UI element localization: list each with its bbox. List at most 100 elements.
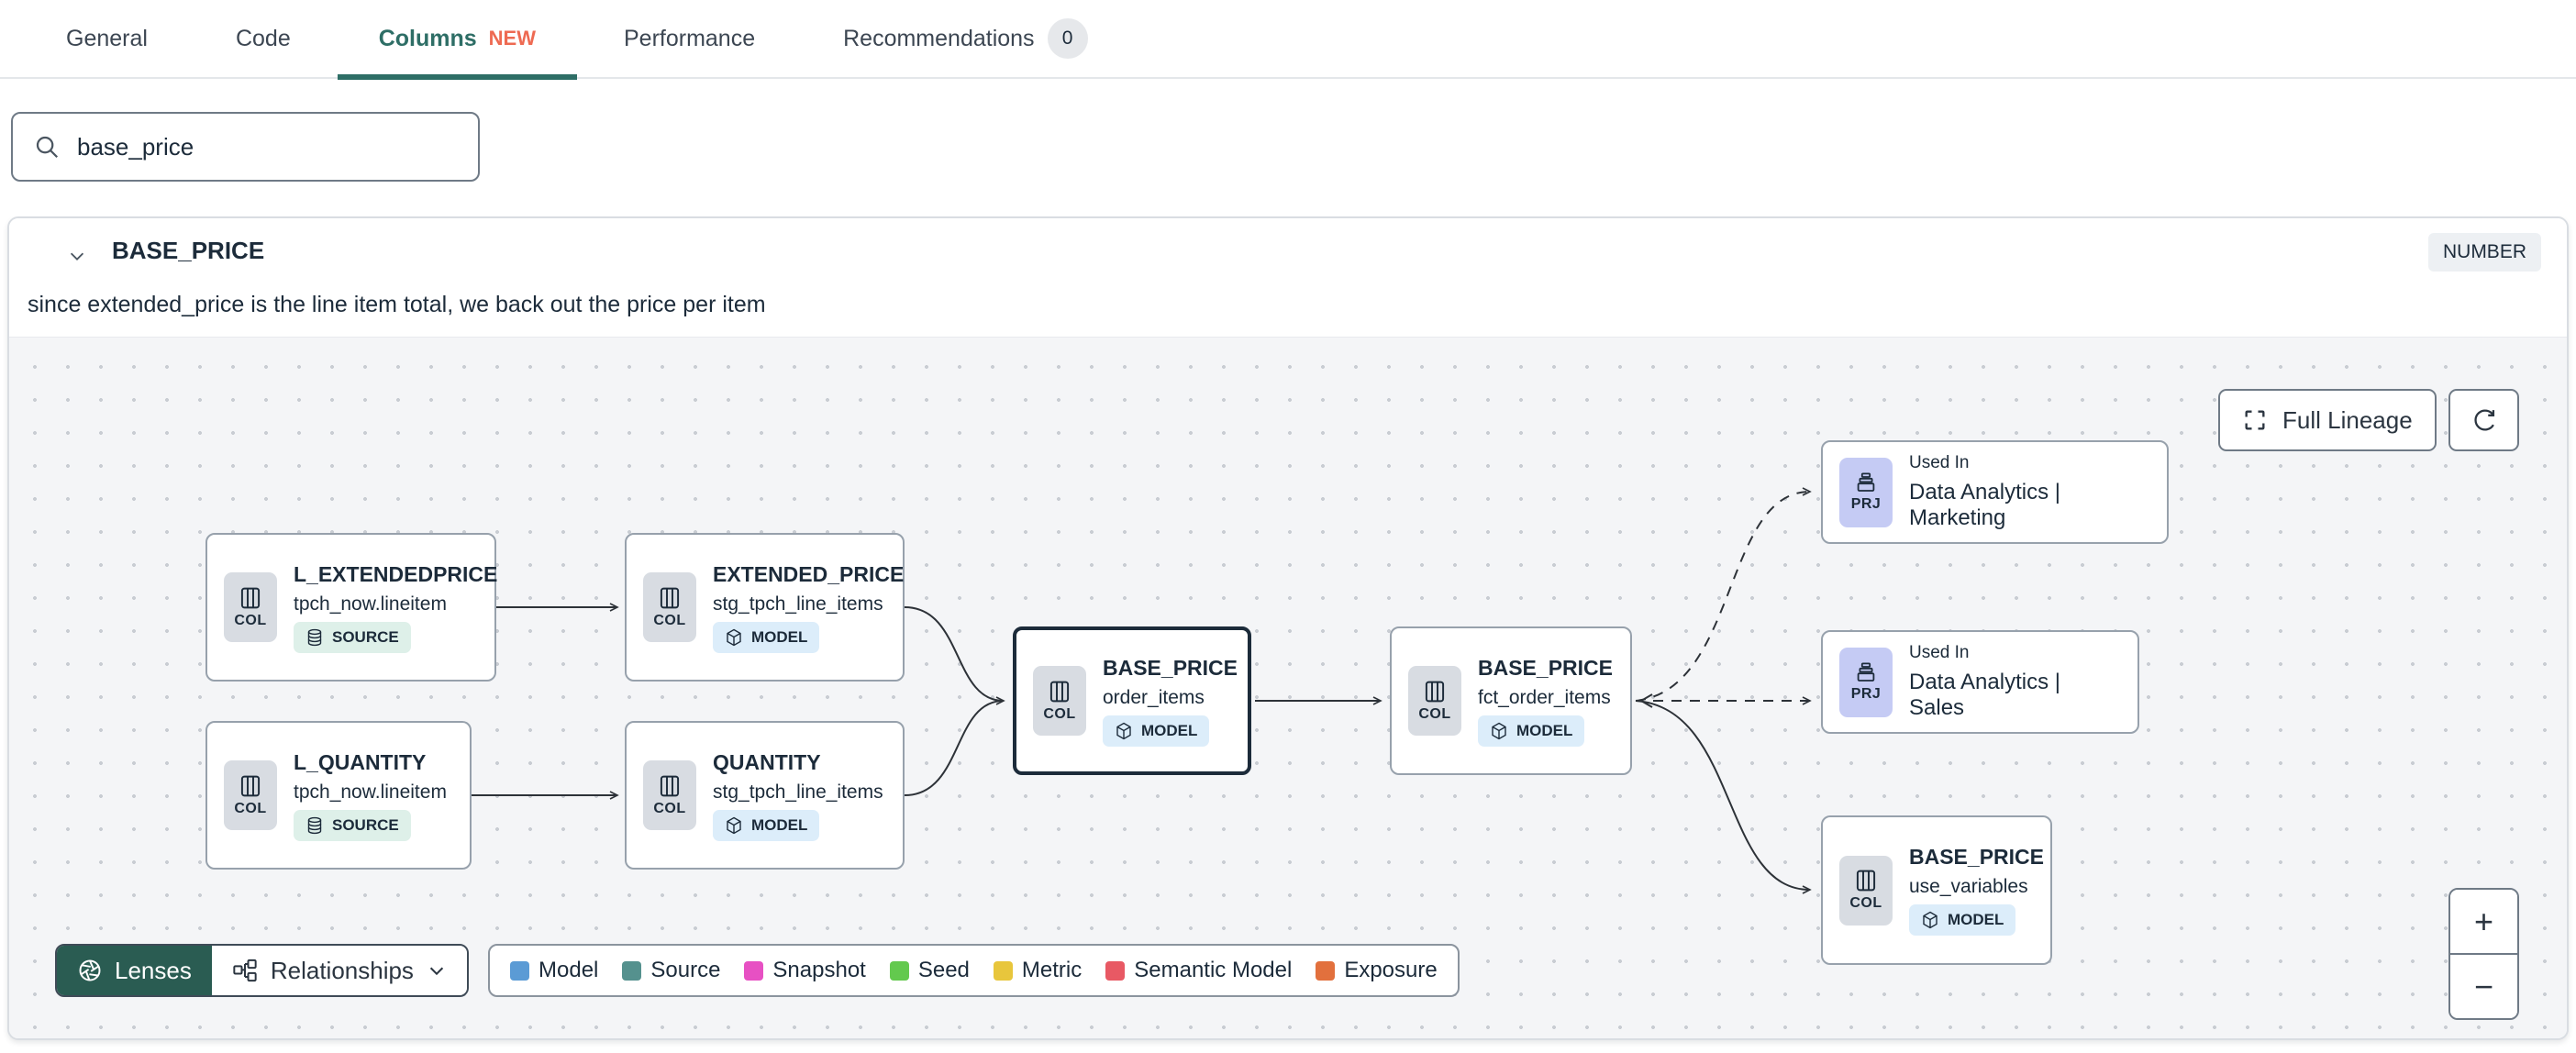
legend-item-source: Source <box>622 958 720 983</box>
node-l-quantity[interactable]: COL L_QUANTITY tpch_now.lineitem SOURCE <box>205 721 472 870</box>
column-chip: COL <box>224 760 277 830</box>
column-chip: COL <box>643 572 696 642</box>
legend-swatch <box>889 960 909 981</box>
legend-swatch <box>993 960 1013 981</box>
node-title: BASE_PRICE <box>1909 845 2044 869</box>
column-chip: COL <box>1408 666 1461 736</box>
zoom-controls: + − <box>2448 888 2519 1020</box>
columns-icon <box>1856 870 1876 892</box>
aperture-icon <box>79 959 101 981</box>
node-subtitle: fct_order_items <box>1478 686 1611 708</box>
legend-item-exposure: Exposure <box>1316 958 1438 983</box>
tab-code[interactable]: Code <box>194 0 332 78</box>
model-badge: MODEL <box>1478 715 1585 747</box>
tab-columns[interactable]: Columns NEW <box>337 0 577 80</box>
zoom-out-button[interactable]: − <box>2450 955 2517 1018</box>
node-extended-price[interactable]: COL EXTENDED_PRICE stg_tpch_line_items M… <box>625 533 905 682</box>
relationships-dropdown[interactable]: Relationships <box>211 946 467 995</box>
full-lineage-button[interactable]: Full Lineage <box>2218 389 2437 451</box>
legend-item-snapshot: Snapshot <box>744 958 866 983</box>
column-title: BASE_PRICE <box>112 237 265 264</box>
node-title: QUANTITY <box>713 749 821 774</box>
node-title: L_EXTENDEDPRICE <box>294 561 498 586</box>
columns-icon <box>1425 681 1445 702</box>
node-l-extendedprice[interactable]: COL L_EXTENDEDPRICE tpch_now.lineitem SO… <box>205 533 498 682</box>
columns-icon <box>1049 681 1070 702</box>
legend-swatch <box>622 960 642 981</box>
node-subtitle: order_items <box>1103 686 1205 708</box>
relationships-icon <box>233 959 257 982</box>
column-description: since extended_price is the line item to… <box>28 292 766 317</box>
tab-label: Code <box>235 25 291 51</box>
node-used-in-sales[interactable]: PRJ Used In Data Analytics | Sales <box>1821 630 2139 734</box>
project-chip: PRJ <box>1839 647 1893 717</box>
legend-swatch <box>510 960 529 981</box>
tab-performance[interactable]: Performance <box>583 0 796 78</box>
node-base-price-order-items[interactable]: COL BASE_PRICE order_items MODEL <box>1013 626 1251 775</box>
cube-icon <box>1492 722 1506 739</box>
resource-legend: Model Source Snapshot Seed Metric Semant… <box>488 944 1460 997</box>
used-in-label: Used In <box>1909 643 1970 662</box>
cube-icon <box>727 816 741 834</box>
project-name: Data Analytics | Sales <box>1909 670 2060 720</box>
node-quantity[interactable]: COL QUANTITY stg_tpch_line_items MODEL <box>625 721 905 870</box>
database-icon <box>307 628 322 646</box>
node-subtitle: use_variables <box>1909 876 2028 897</box>
database-icon <box>307 816 322 834</box>
legend-item-seed: Seed <box>889 958 970 983</box>
node-title: EXTENDED_PRICE <box>713 561 905 586</box>
node-base-price-use-variables[interactable]: COL BASE_PRICE use_variables MODEL <box>1821 815 2052 965</box>
search-input[interactable] <box>77 132 458 161</box>
node-subtitle: tpch_now.lineitem <box>294 593 447 615</box>
column-chip: COL <box>1033 666 1086 736</box>
expand-icon <box>2245 410 2265 430</box>
column-card-header: BASE_PRICE NUMBER since extended_price i… <box>9 218 2567 337</box>
refresh-icon <box>2473 409 2494 431</box>
columns-icon <box>660 587 680 608</box>
project-name: Data Analytics | Marketing <box>1909 480 2060 530</box>
node-used-in-marketing[interactable]: PRJ Used In Data Analytics | Marketing <box>1821 440 2169 544</box>
refresh-button[interactable] <box>2448 389 2519 451</box>
search-icon <box>33 133 61 161</box>
model-badge: MODEL <box>1103 715 1210 747</box>
model-badge: MODEL <box>713 809 820 841</box>
column-chip: COL <box>643 760 696 830</box>
legend-swatch <box>1316 960 1336 981</box>
chevron-down-icon <box>429 967 444 976</box>
zoom-in-button[interactable]: + <box>2450 890 2517 955</box>
model-badge: MODEL <box>1909 904 2016 936</box>
legend-item-semantic-model: Semantic Model <box>1105 958 1292 983</box>
tab-general[interactable]: General <box>25 0 189 78</box>
tab-label: Performance <box>624 25 756 51</box>
tab-label: Columns <box>378 25 477 51</box>
node-subtitle: tpch_now.lineitem <box>294 781 447 803</box>
column-search[interactable] <box>11 112 480 182</box>
legend-swatch <box>1105 960 1126 981</box>
lineage-canvas[interactable]: COL L_EXTENDEDPRICE tpch_now.lineitem SO… <box>9 337 2567 1038</box>
lenses-button[interactable]: Lenses <box>57 946 212 995</box>
project-icon <box>1857 662 1875 682</box>
cube-icon <box>1923 911 1938 929</box>
column-chip: COL <box>224 572 277 642</box>
node-base-price-fct-order-items[interactable]: COL BASE_PRICE fct_order_items MODEL <box>1390 626 1632 775</box>
node-subtitle: stg_tpch_line_items <box>713 593 883 615</box>
lineage-edges <box>472 487 1812 894</box>
project-chip: PRJ <box>1839 457 1893 527</box>
used-in-label: Used In <box>1909 453 1970 472</box>
column-chip: COL <box>1839 855 1893 926</box>
column-type-badge: NUMBER <box>2427 233 2541 272</box>
active-tab-underline <box>337 74 577 80</box>
project-icon <box>1857 472 1875 492</box>
legend-swatch <box>744 960 764 981</box>
tab-recommendations[interactable]: Recommendations 0 <box>802 0 1128 78</box>
lenses-control-group: Lenses Relationships <box>55 944 469 997</box>
legend-item-metric: Metric <box>993 958 1082 983</box>
cube-icon <box>727 628 741 646</box>
new-badge: NEW <box>488 27 536 50</box>
cube-icon <box>1116 722 1131 739</box>
tab-label: General <box>66 25 148 51</box>
model-badge: MODEL <box>713 621 820 653</box>
node-title: BASE_PRICE <box>1478 655 1613 680</box>
collapse-chevron-icon[interactable] <box>61 240 93 272</box>
legend-item-model: Model <box>510 958 598 983</box>
